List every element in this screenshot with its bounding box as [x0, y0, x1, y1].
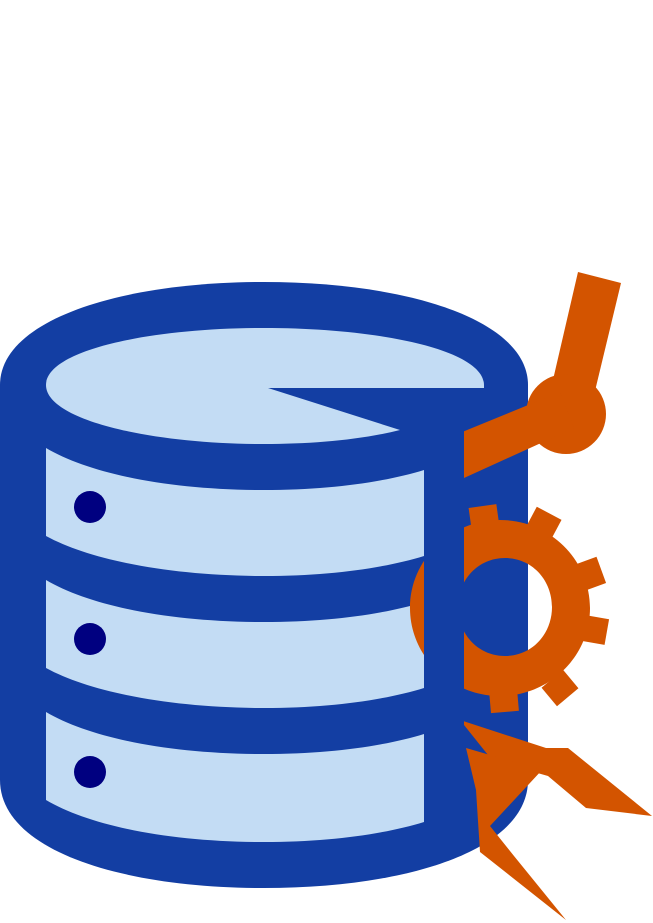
- cylinder-right-edge: [424, 430, 464, 850]
- cylinder-segment-1: [46, 448, 424, 576]
- gear-tooth: [580, 615, 610, 645]
- indicator-dot-2: [74, 623, 106, 655]
- claw-lower-finger: [466, 748, 566, 920]
- cylinder-body-outline: [0, 282, 528, 888]
- indicator-dot-3: [74, 756, 106, 788]
- arm-forearm: [450, 392, 574, 478]
- gear-tooth: [526, 506, 562, 540]
- indicator-dot-1: [74, 491, 106, 523]
- claw-upper-finger: [460, 720, 652, 816]
- gear-tooth: [573, 556, 607, 592]
- gear-tooth: [468, 504, 500, 530]
- database-cylinder: [0, 282, 528, 888]
- gear-tooth: [541, 669, 579, 707]
- cylinder-segment-3: [46, 712, 424, 842]
- gear-tooth: [489, 688, 519, 714]
- cylinder-segment-2: [46, 580, 424, 708]
- cylinder-top-face: [46, 328, 484, 444]
